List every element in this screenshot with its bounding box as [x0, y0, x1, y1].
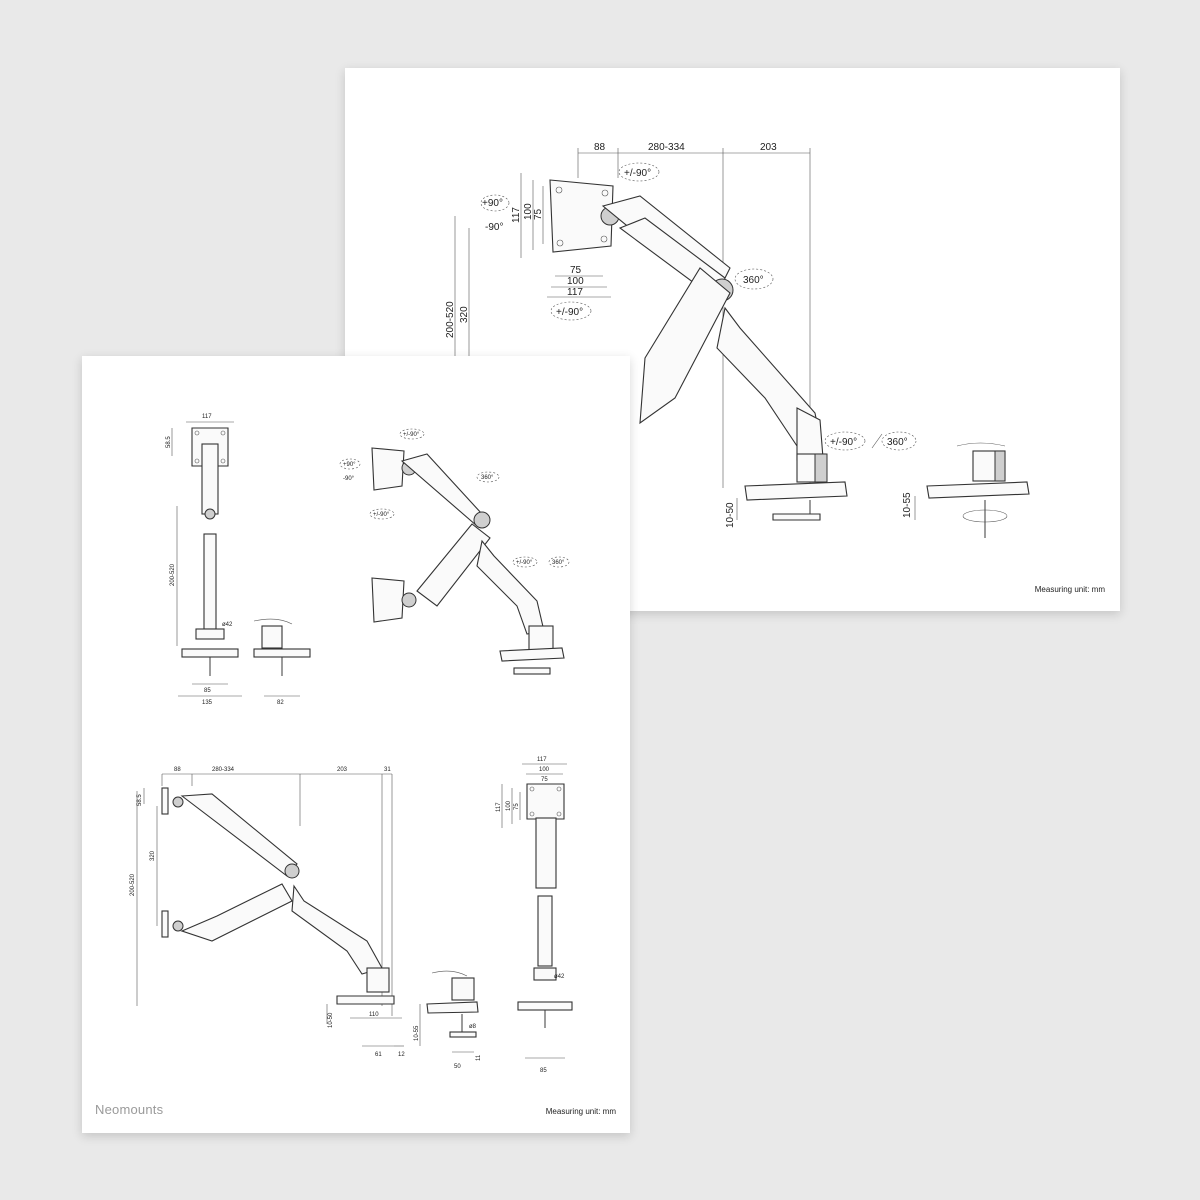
desk-base: [744, 453, 848, 521]
svg-text:+/-90°: +/-90°: [556, 307, 583, 318]
sv-200-520: 200-520: [130, 873, 136, 896]
vesa-dimension-lines: [454, 173, 611, 368]
sv-61: 61: [375, 1052, 382, 1058]
svg-text:360°: 360°: [743, 275, 764, 286]
rotation-joint-360: 360°: [734, 268, 774, 290]
dim-10-55: 10-55: [902, 492, 913, 518]
dim-88: 88: [594, 142, 606, 153]
fv-200-520: 200-520: [170, 563, 176, 586]
rv-75: 75: [541, 777, 548, 783]
rotation-minus90: -90°: [485, 222, 503, 233]
svg-text:+/-90°: +/-90°: [624, 168, 651, 179]
grommet-base: [926, 442, 1030, 538]
iso-rot-base-360: 360°: [552, 560, 565, 566]
cv-50: 50: [454, 1064, 461, 1070]
back-sheet-diagram: 88 280-334 203 +/-90° +90° -90° +/-90° 3…: [445, 142, 1030, 538]
front-drawing-sheet: 117 58.5 200-520 ø42 85 135 82 +/-90°: [82, 356, 630, 1133]
fv-117: 117: [202, 414, 212, 420]
fv-58-5: 58.5: [166, 436, 172, 448]
rear-view: [501, 763, 573, 1059]
rv-v117: 117: [496, 802, 502, 812]
brand-logo-text: Neomounts: [95, 1102, 164, 1117]
sv-110: 110: [369, 1012, 379, 1018]
iso-rot-top: +/-90°: [403, 432, 420, 438]
dim-203: 203: [760, 142, 777, 153]
cv-11: 11: [476, 1054, 482, 1061]
dim-vesa-h117: 117: [567, 287, 583, 298]
rv-dia42: ø42: [554, 974, 565, 980]
svg-text:360°: 360°: [887, 437, 908, 448]
sv-203: 203: [337, 767, 348, 773]
rotation-top: +/-90°: [618, 162, 660, 182]
rv-v100: 100: [506, 800, 512, 811]
rv-100: 100: [539, 767, 550, 773]
sv-10-50: 10-50: [328, 1012, 334, 1028]
measuring-unit-label: Measuring unit: mm: [545, 1107, 616, 1116]
dim-vesa-117: 117: [511, 207, 522, 223]
rotation-bottom: +/-90°: [550, 301, 592, 321]
cv-dia8: ø8: [469, 1024, 477, 1030]
sv-58-5: 58.5: [137, 794, 143, 806]
dim-10-50: 10-50: [725, 502, 736, 528]
iso-rot-plus90: +90°: [343, 462, 356, 468]
svg-text:+/-90°: +/-90°: [830, 437, 857, 448]
cv-10-55: 10-55: [414, 1025, 420, 1041]
fv-85: 85: [204, 688, 211, 694]
dim-200-520: 200-520: [445, 301, 456, 338]
vesa-plate: [549, 179, 614, 253]
dim-vesa-100: 100: [523, 203, 534, 220]
sv-31: 31: [384, 767, 391, 773]
sv-12: 12: [398, 1052, 405, 1058]
iso-rot-base-pm90: +/-90°: [516, 560, 533, 566]
dim-320: 320: [459, 306, 470, 323]
rotation-base: +/-90° 360°: [824, 431, 917, 451]
iso-view: [339, 428, 570, 675]
iso-rot-joint: 360°: [481, 475, 494, 481]
fv-135: 135: [202, 700, 213, 706]
fv-82: 82: [277, 700, 284, 706]
dim-vesa-h100: 100: [567, 276, 584, 287]
dim-280-334: 280-334: [648, 142, 685, 153]
sv-320: 320: [150, 850, 156, 861]
measuring-unit-label: Measuring unit: mm: [1034, 585, 1105, 594]
rotation-plus90: +90°: [480, 194, 510, 212]
rv-117: 117: [537, 757, 547, 763]
svg-text:+90°: +90°: [482, 198, 503, 209]
front-sheet-diagram: 117 58.5 200-520 ø42 85 135 82 +/-90°: [130, 414, 573, 1074]
side-view: [136, 773, 479, 1053]
iso-rot-bottom: +/-90°: [373, 512, 390, 518]
front-view: [171, 421, 311, 697]
dim-vesa-h75: 75: [570, 265, 582, 276]
sv-280-334: 280-334: [212, 767, 235, 773]
rv-85: 85: [540, 1068, 547, 1074]
rv-v75: 75: [514, 803, 520, 810]
fv-dia42: ø42: [222, 622, 233, 628]
iso-rot-minus90: -90°: [343, 476, 355, 482]
dim-vesa-75: 75: [533, 208, 544, 220]
monitor-arm: [600, 195, 824, 461]
sv-88: 88: [174, 767, 181, 773]
